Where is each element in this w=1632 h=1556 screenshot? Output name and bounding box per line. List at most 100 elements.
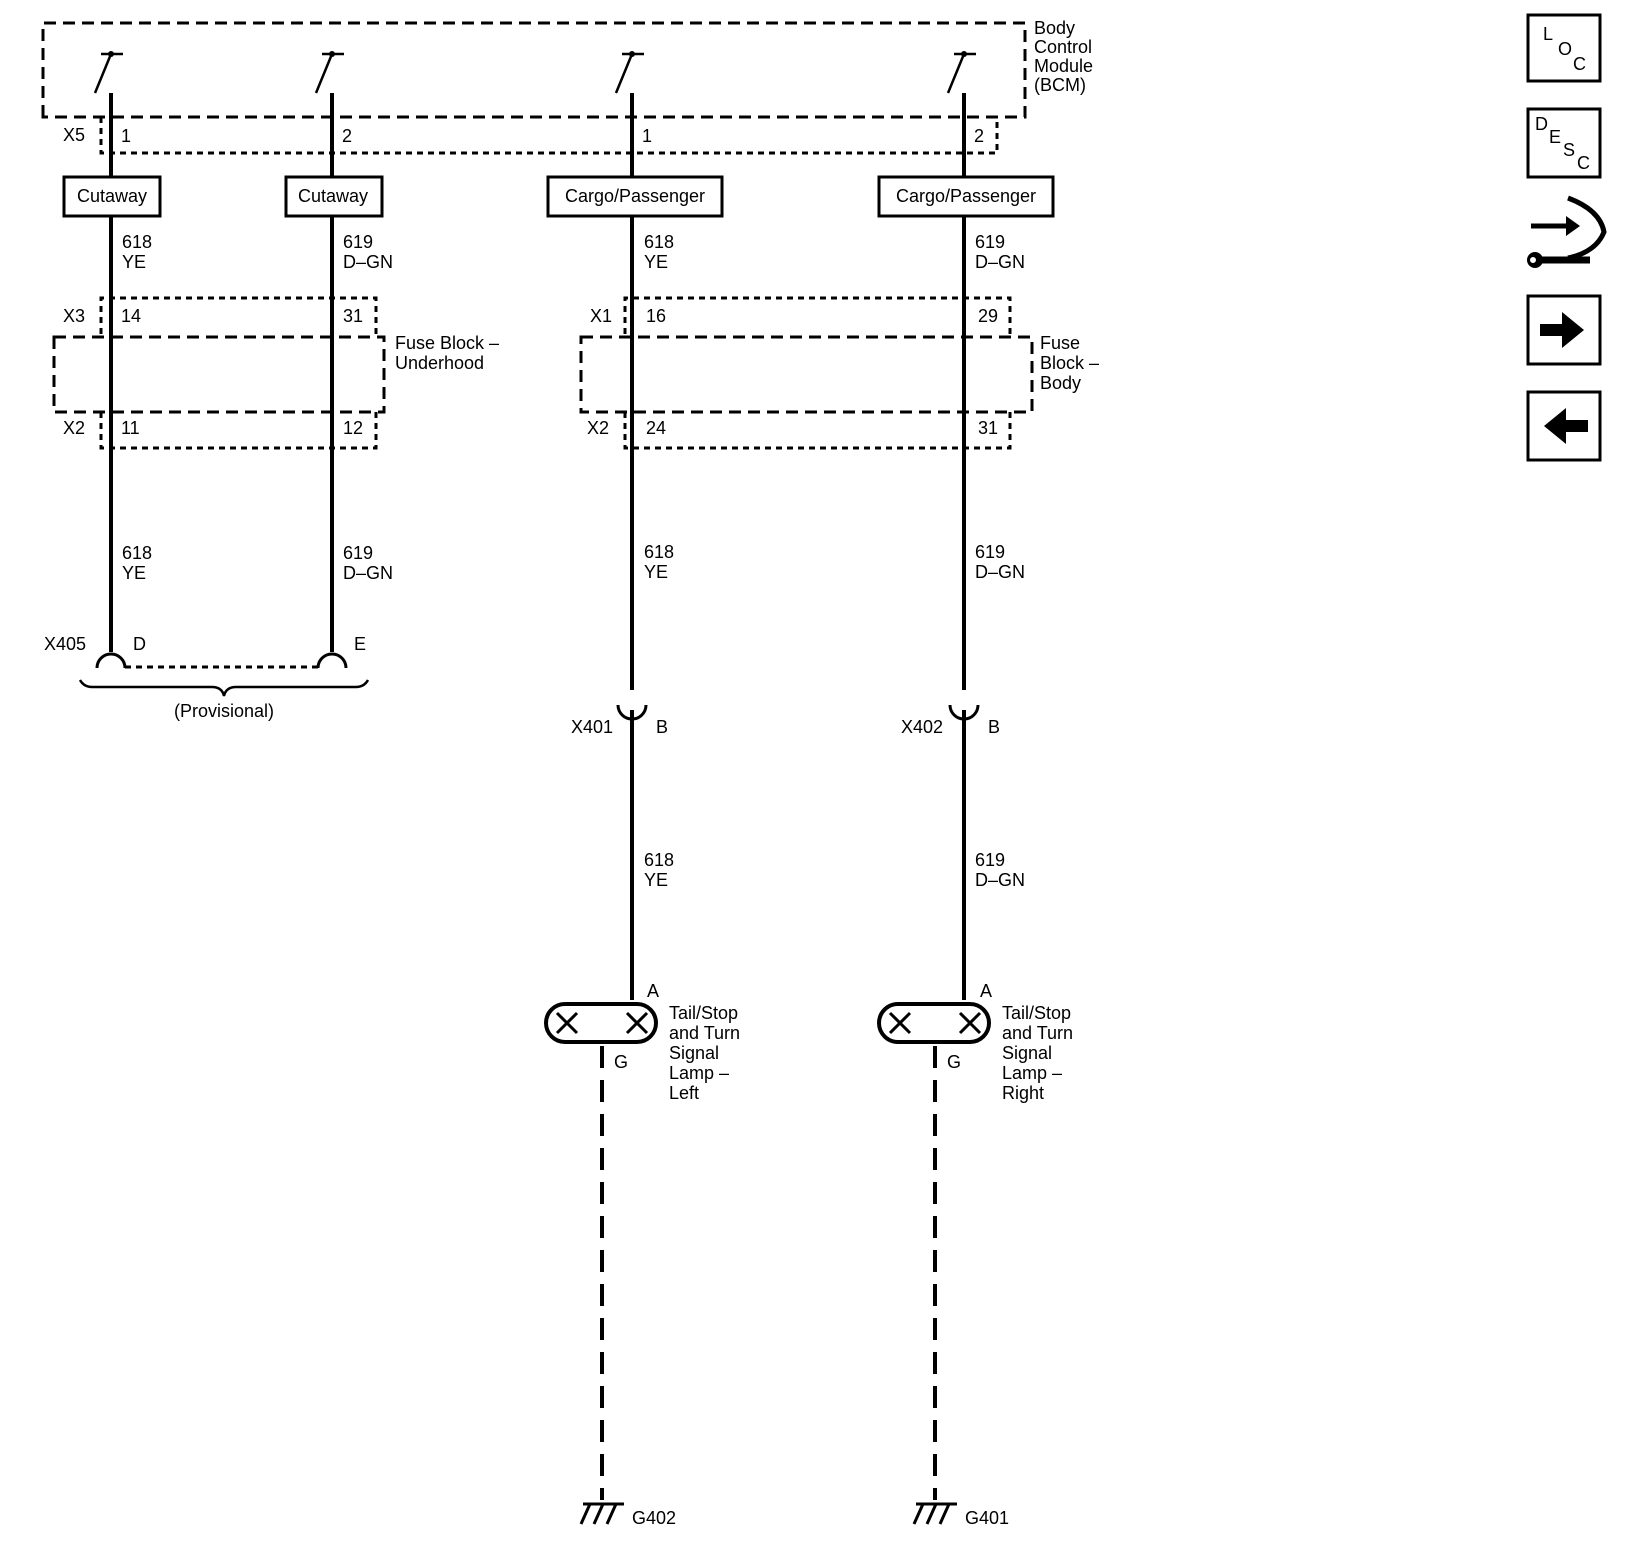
- fuse-block-underhood: X3 14 31 X2 11 12 Fuse Block – Underhood: [52, 296, 499, 450]
- wire-label-c3-r3-circuit: 618: [644, 850, 674, 870]
- wire-label-c2-r2-circuit: 619: [343, 543, 373, 563]
- ground-g401-label: G401: [965, 1508, 1009, 1528]
- loc-letter-c: C: [1573, 54, 1586, 74]
- fuse-block-body: X1 16 29 X2 24 31 Fuse Block – Body: [579, 296, 1099, 450]
- pin-fu-top-c2: 31: [343, 306, 363, 326]
- lamp-right-label-4: Lamp –: [1002, 1063, 1062, 1083]
- wire-label-c3-r1-circuit: 618: [644, 232, 674, 252]
- pin-fu-bot-c1: 11: [121, 418, 140, 438]
- wires: [109, 93, 966, 1000]
- wire-label-c3-r3-color: YE: [644, 870, 668, 890]
- bcm-switch-c3: [614, 51, 644, 94]
- wire-label-c4-r1-circuit: 619: [975, 232, 1005, 252]
- wire-label-c1-r1-circuit: 618: [122, 232, 152, 252]
- pin-bcm-c4: 2: [974, 126, 984, 146]
- pin-lamp-right-g: G: [947, 1052, 961, 1072]
- pin-fu-top-c1: 14: [121, 306, 141, 326]
- pin-x401-b: B: [656, 717, 668, 737]
- connector-wrench-button[interactable]: [1527, 195, 1607, 268]
- bcm-label-4: (BCM): [1034, 75, 1086, 95]
- pin-lamp-left-g: G: [614, 1052, 628, 1072]
- lamp-right-label-3: Signal: [1002, 1043, 1052, 1063]
- x405-label: X405: [44, 634, 86, 654]
- x402-label: X402: [901, 717, 943, 737]
- lamp-left-label-4: Lamp –: [669, 1063, 729, 1083]
- connector-x401: X401 B: [571, 704, 668, 737]
- option-box-c2: Cutaway: [284, 175, 384, 218]
- loc-letter-l: L: [1543, 24, 1553, 44]
- wire-label-c1-r2-color: YE: [122, 563, 146, 583]
- lamp-left-label-5: Left: [669, 1083, 699, 1103]
- pin-bcm-c3: 1: [642, 126, 652, 146]
- desc-icon: D E S C: [1535, 114, 1590, 173]
- connector-x402: X402 B: [901, 704, 1000, 737]
- arrow-right-icon: [1540, 312, 1584, 348]
- pin-fu-bot-c2: 12: [343, 418, 363, 438]
- option-box-c4: Cargo/Passenger: [877, 175, 1055, 218]
- pin-fb-bot-c4: 31: [978, 418, 998, 438]
- bcm-label-2: Control: [1034, 37, 1092, 57]
- wire-label-c1-r1-color: YE: [122, 252, 146, 272]
- lamp-right-label-2: and Turn: [1002, 1023, 1073, 1043]
- pin-bcm-c1: 1: [121, 126, 131, 146]
- prev-button[interactable]: [1526, 390, 1602, 462]
- bcm-label-3: Module: [1034, 56, 1093, 76]
- lamp-right: A G Tail/Stop and Turn Signal Lamp – Rig…: [877, 981, 1073, 1103]
- loc-icon: L O C: [1543, 24, 1586, 74]
- wire-label-c1-r2-circuit: 618: [122, 543, 152, 563]
- wire-label-c3-r1-color: YE: [644, 252, 668, 272]
- option-cutaway-c2: Cutaway: [298, 186, 368, 206]
- bcm-switch-c1: [93, 51, 123, 94]
- desc-letter-s: S: [1563, 140, 1575, 160]
- bcm-switch-c2: [314, 51, 344, 94]
- fuse-body-label-1: Fuse: [1040, 333, 1080, 353]
- wire-label-c2-r2-color: D–GN: [343, 563, 393, 583]
- desc-letter-c: C: [1577, 153, 1590, 173]
- desc-letter-e: E: [1549, 127, 1561, 147]
- connector-wrench-icon: [1527, 195, 1607, 268]
- wire-label-c2-r1-circuit: 619: [343, 232, 373, 252]
- fuse-underhood-label-2: Underhood: [395, 353, 484, 373]
- x3-label: X3: [63, 306, 85, 326]
- option-box-c1: Cutaway: [62, 175, 162, 218]
- ground-g401: G401: [912, 1502, 1009, 1528]
- x5-label: X5: [63, 125, 85, 145]
- provisional-label: (Provisional): [174, 701, 274, 721]
- arrow-left-icon: [1544, 408, 1588, 444]
- pin-bcm-c2: 2: [342, 126, 352, 146]
- bcm-switch-c4: [946, 51, 976, 94]
- connector-x405: X405 D E (Provisional): [44, 634, 370, 721]
- pin-x405-d: D: [133, 634, 146, 654]
- x2-label-underhood: X2: [63, 418, 85, 438]
- option-cargo-c3: Cargo/Passenger: [565, 186, 705, 206]
- ground-g402-label: G402: [632, 1508, 676, 1528]
- pin-fb-bot-c3: 24: [646, 418, 666, 438]
- lamp-left-label-3: Signal: [669, 1043, 719, 1063]
- desc-button[interactable]: D E S C: [1526, 107, 1602, 179]
- pin-lamp-right-a: A: [980, 981, 992, 1001]
- pin-fb-top-c3: 16: [646, 306, 666, 326]
- bcm-label-1: Body: [1034, 18, 1075, 38]
- bcm-switches: [93, 51, 976, 94]
- pin-x402-b: B: [988, 717, 1000, 737]
- wire-label-c2-r1-color: D–GN: [343, 252, 393, 272]
- wire-label-c3-r2-circuit: 618: [644, 542, 674, 562]
- wire-labels: 618 YE 619 D–GN 618 YE 619 D–GN 618 YE 6…: [122, 232, 1025, 890]
- lamp-right-label-5: Right: [1002, 1083, 1044, 1103]
- ground-g402: G402: [579, 1502, 676, 1528]
- loc-button[interactable]: L O C: [1526, 13, 1602, 83]
- option-cargo-c4: Cargo/Passenger: [896, 186, 1036, 206]
- fuse-body-label-2: Block –: [1040, 353, 1099, 373]
- wire-label-c4-r3-color: D–GN: [975, 870, 1025, 890]
- pin-x405-e: E: [354, 634, 366, 654]
- wire-label-c4-r1-color: D–GN: [975, 252, 1025, 272]
- lamp-left-label-1: Tail/Stop: [669, 1003, 738, 1023]
- next-button[interactable]: [1526, 294, 1602, 366]
- wire-label-c4-r3-circuit: 619: [975, 850, 1005, 870]
- pin-lamp-left-a: A: [647, 981, 659, 1001]
- option-box-c3: Cargo/Passenger: [546, 175, 724, 218]
- x401-label: X401: [571, 717, 613, 737]
- x2-label-body: X2: [587, 418, 609, 438]
- fuse-underhood-label-1: Fuse Block –: [395, 333, 499, 353]
